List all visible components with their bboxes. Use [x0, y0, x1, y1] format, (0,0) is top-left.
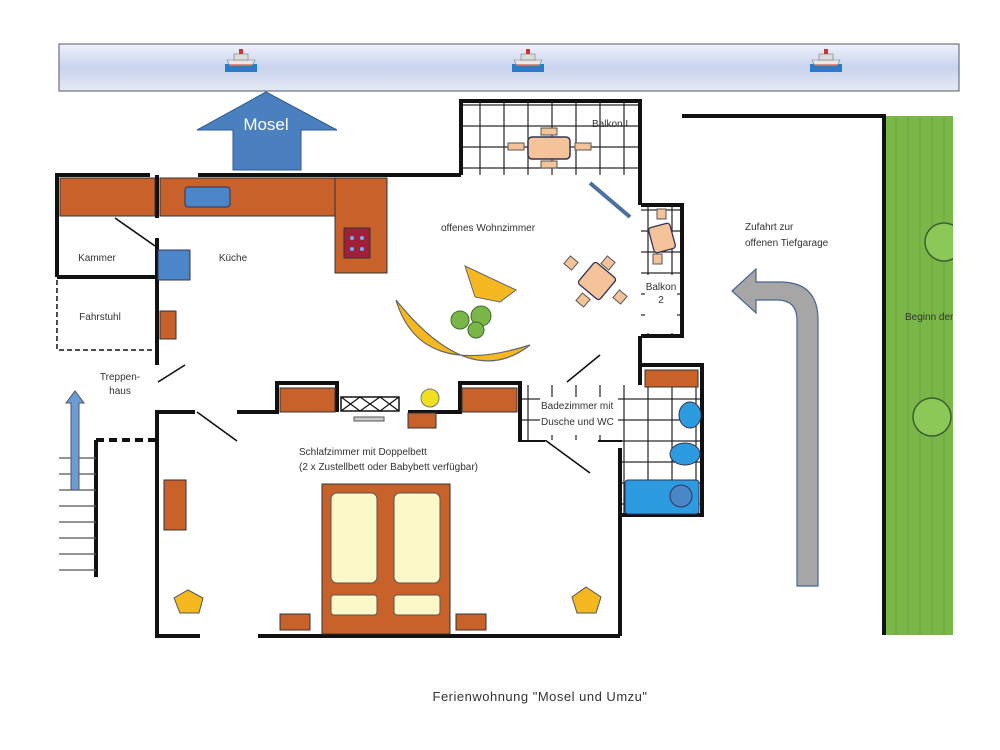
lamp-icon [420, 388, 440, 408]
label-treppenhaus: Treppen- [100, 372, 140, 383]
caption-title: Ferienwohnung "Mosel und Umzu" [433, 689, 648, 704]
stair-arrow-icon [65, 390, 85, 491]
label-schlafzimmer: Schlafzimmer mit Doppelbett [299, 447, 427, 458]
armchair [571, 586, 602, 614]
cabinet [59, 177, 156, 217]
tree-icon [912, 397, 952, 437]
label-garden: Beginn der [905, 312, 954, 323]
label-treppenhaus-2: haus [109, 386, 131, 397]
label-kueche: Küche [219, 253, 248, 264]
driveway-arrow-icon [731, 267, 819, 587]
plant-icon [450, 305, 492, 339]
sink-icon [678, 401, 702, 429]
label-zufahrt-2: offenen Tiefgarage [745, 238, 829, 249]
fridge-icon [157, 249, 191, 281]
dining-table [577, 261, 617, 301]
sink-icon [184, 186, 231, 208]
window [588, 181, 632, 219]
label-balkon-1: Balkon I [592, 119, 628, 130]
label-kammer: Kammer [78, 253, 116, 264]
kitchen-counter-corner [334, 177, 388, 274]
table-icon [527, 136, 571, 160]
label-balkon-2: Balkon [646, 282, 677, 293]
stove-icon [343, 227, 371, 259]
window-radiator [340, 396, 400, 412]
kitchen-counter [159, 177, 337, 217]
coffee-table [464, 265, 517, 303]
river-mosel [58, 43, 960, 92]
arrow-up-icon [196, 91, 338, 171]
toilet-icon [669, 442, 701, 466]
armchair [173, 589, 204, 614]
label-balkon-2-number: 2 [658, 295, 664, 306]
label-bad-2: Dusche und WC [541, 417, 614, 428]
label-fahrstuhl: Fahrstuhl [79, 312, 121, 323]
label-bad: Badezimmer mit [541, 401, 613, 412]
sofa [395, 299, 531, 362]
label-schlafzimmer-2: (2 x Zustellbett oder Babybett verfügbar… [299, 462, 478, 473]
label-wohnzimmer: offenes Wohnzimmer [441, 223, 536, 234]
mosel-label: Mosel [243, 115, 288, 134]
label-zufahrt: Zufahrt zur [745, 222, 794, 233]
